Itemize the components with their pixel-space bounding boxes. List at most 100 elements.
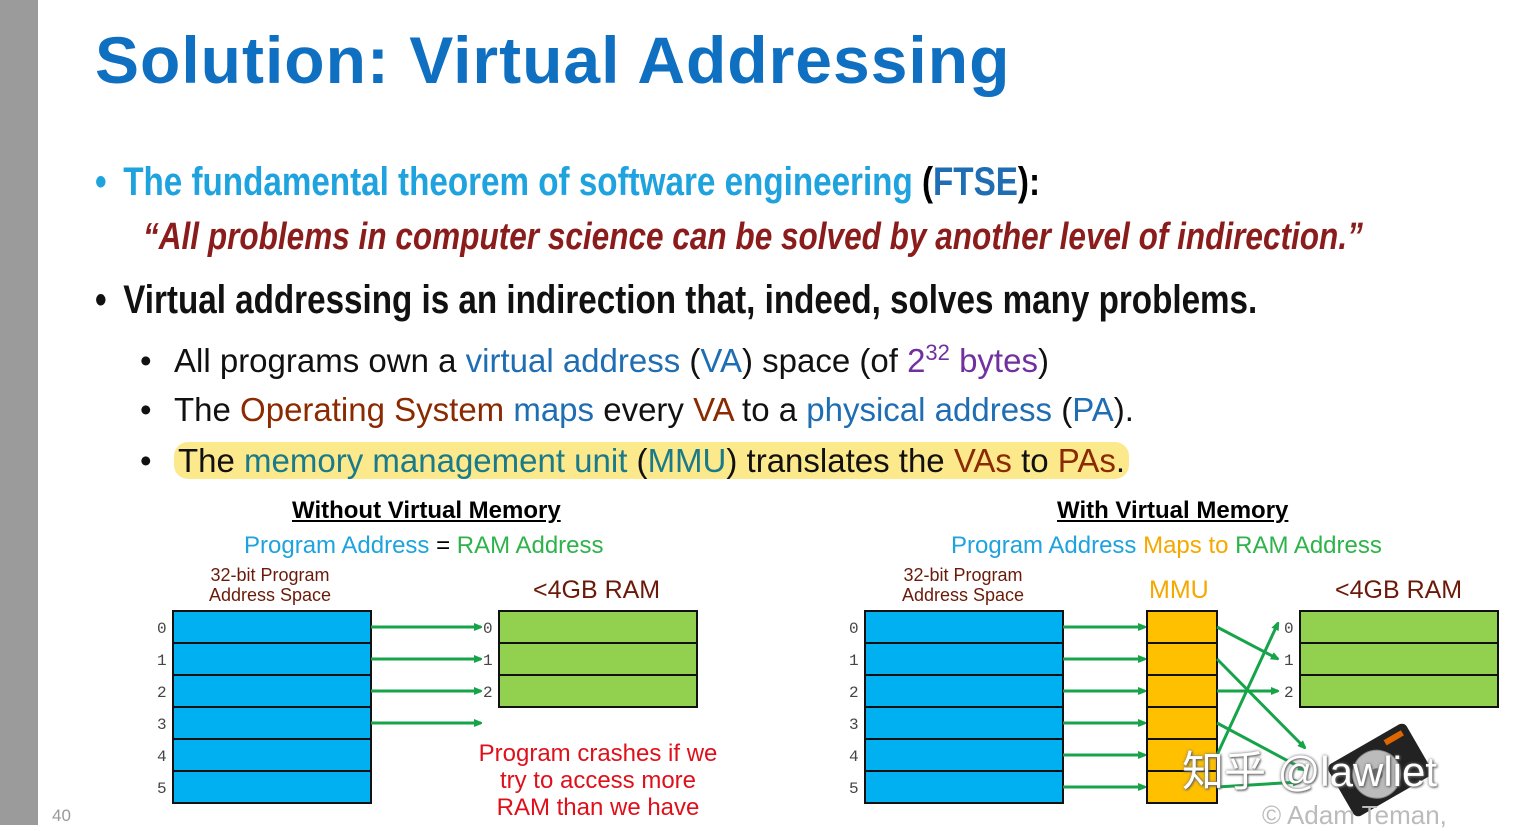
mmu-entry bbox=[1146, 674, 1218, 708]
mmu-entry bbox=[1146, 738, 1218, 772]
bullet-virtual-addressing: • Virtual addressing is an indirection th… bbox=[95, 278, 1257, 323]
program-page bbox=[172, 770, 372, 804]
t: bytes bbox=[949, 342, 1038, 379]
page-index: 4 bbox=[849, 748, 859, 766]
t: virtual address bbox=[465, 342, 681, 379]
t: VA bbox=[693, 391, 733, 428]
frame-index: 0 bbox=[483, 620, 493, 638]
t: VA bbox=[700, 342, 742, 379]
t: The bbox=[178, 442, 245, 479]
t: memory management unit bbox=[244, 442, 628, 479]
t: Program crashes if we bbox=[478, 740, 718, 767]
sub-bullet-mmu: • The memory management unit (MMU) transl… bbox=[140, 442, 1130, 480]
ram-frame bbox=[498, 674, 698, 708]
right-subheading: Program Address Maps to RAM Address bbox=[951, 532, 1382, 560]
mmu-entry bbox=[1146, 706, 1218, 740]
page-index: 5 bbox=[157, 780, 167, 798]
t: ) bbox=[1037, 342, 1049, 379]
mapping-arrow bbox=[1215, 657, 1305, 748]
program-page bbox=[864, 738, 1064, 772]
page-index: 1 bbox=[157, 652, 167, 670]
program-page bbox=[864, 706, 1064, 740]
t: 32-bit Program bbox=[210, 565, 330, 585]
right-ram-label: <4GB RAM bbox=[1335, 576, 1463, 604]
mapping-arrow bbox=[1216, 625, 1278, 659]
program-page bbox=[864, 610, 1064, 644]
sub-bullet-va: • All programs own a virtual address (VA)… bbox=[140, 340, 1049, 380]
page-index: 2 bbox=[849, 684, 859, 702]
mmu-label: MMU bbox=[1149, 576, 1209, 604]
program-page bbox=[172, 642, 372, 676]
highlight: The memory management unit (MMU) transla… bbox=[174, 442, 1130, 479]
t: ( bbox=[1052, 391, 1073, 428]
t: ) space (of bbox=[741, 342, 908, 379]
t: try to access more bbox=[499, 767, 697, 794]
page-index: 3 bbox=[157, 716, 167, 734]
t: All programs own a bbox=[174, 342, 466, 379]
program-page bbox=[864, 642, 1064, 676]
ram-frame bbox=[1299, 674, 1499, 708]
page-index: 5 bbox=[849, 780, 859, 798]
program-page bbox=[172, 610, 372, 644]
t: maps bbox=[513, 391, 595, 428]
t: to bbox=[1011, 442, 1058, 479]
t: = bbox=[429, 532, 457, 559]
slide-sidebar bbox=[0, 0, 38, 825]
ram-frame bbox=[1299, 642, 1499, 676]
t: to a bbox=[732, 391, 807, 428]
t: every bbox=[594, 391, 694, 428]
left-heading: Without Virtual Memory bbox=[292, 497, 561, 524]
mapping-arrow bbox=[1215, 623, 1280, 756]
bullet-text: Virtual addressing is an indirection tha… bbox=[123, 278, 1258, 322]
paren-close: ): bbox=[1017, 160, 1040, 204]
t: . bbox=[1115, 442, 1126, 479]
program-page bbox=[864, 674, 1064, 708]
t: ( bbox=[627, 442, 648, 479]
t: RAM Address bbox=[456, 532, 604, 559]
bullet-ftse: •The fundamental theorem of software eng… bbox=[95, 160, 1040, 205]
frame-index: 1 bbox=[1284, 652, 1294, 670]
bullet-dot: • bbox=[140, 442, 152, 479]
bullet-dot: • bbox=[140, 391, 152, 428]
mmu-entry bbox=[1146, 770, 1218, 804]
bullet-dot: • bbox=[140, 342, 152, 379]
mapping-arrow bbox=[1216, 782, 1300, 789]
mmu-entry bbox=[1146, 642, 1218, 676]
frame-index: 2 bbox=[1284, 684, 1294, 702]
t: Program Address bbox=[244, 532, 430, 559]
bullet-dot: • bbox=[95, 278, 107, 322]
frame-index: 0 bbox=[1284, 620, 1294, 638]
watermark: 知乎 @lawliet bbox=[1182, 748, 1438, 795]
t: PA bbox=[1072, 391, 1114, 428]
quote: “All problems in computer science can be… bbox=[143, 216, 1363, 258]
t: ). bbox=[1113, 391, 1134, 428]
t: ) translates the bbox=[726, 442, 954, 479]
program-page bbox=[172, 674, 372, 708]
t: RAM Address bbox=[1235, 532, 1382, 559]
left-subheading: Program Address = RAM Address bbox=[244, 532, 604, 560]
t: MMU bbox=[647, 442, 727, 479]
page-index: 1 bbox=[849, 652, 859, 670]
ram-frame bbox=[1299, 610, 1499, 644]
exponent: 32 bbox=[925, 340, 950, 365]
left-ram-label: <4GB RAM bbox=[533, 576, 661, 604]
page-index: 0 bbox=[849, 620, 859, 638]
t: ( bbox=[680, 342, 701, 379]
t: Program Address bbox=[951, 532, 1137, 559]
t: Address Space bbox=[901, 585, 1025, 605]
program-page bbox=[172, 706, 372, 740]
t: Maps to bbox=[1136, 532, 1236, 559]
ftse-abbr: FTSE bbox=[933, 160, 1018, 204]
t: Address Space bbox=[208, 585, 332, 605]
t: 2 bbox=[907, 342, 926, 379]
paren: ( bbox=[912, 160, 934, 204]
frame-index: 2 bbox=[483, 684, 493, 702]
ftse-text: The fundamental theorem of software engi… bbox=[123, 160, 913, 204]
copyright: © Adam Teman, bbox=[1262, 800, 1447, 830]
page-number: 40 bbox=[52, 806, 71, 825]
mmu-entry bbox=[1146, 610, 1218, 644]
